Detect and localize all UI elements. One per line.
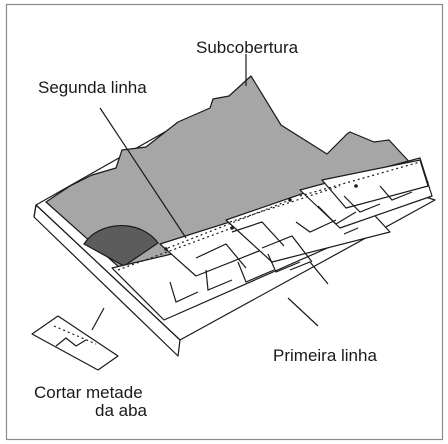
leader-second-row bbox=[99, 107, 187, 239]
leader-cut-piece bbox=[91, 307, 105, 331]
label-cut-half-tab-line1: Cortar metade bbox=[34, 383, 143, 402]
cut-corner-shading bbox=[83, 225, 159, 267]
label-underlayment: Subcobertura bbox=[196, 38, 299, 57]
label-second-row: Segunda linha bbox=[38, 78, 147, 97]
leader-lines bbox=[91, 54, 319, 331]
nail-lines bbox=[117, 161, 421, 271]
cut-shingle-piece bbox=[31, 315, 119, 371]
label-cut-half-tab-line2: da aba bbox=[95, 401, 148, 420]
diagram-frame bbox=[5, 3, 444, 441]
nail-dots bbox=[164, 184, 358, 251]
shingle-tab-lines bbox=[169, 185, 413, 303]
leader-first-row bbox=[287, 297, 319, 327]
label-first-row: Primeira linha bbox=[273, 346, 377, 365]
